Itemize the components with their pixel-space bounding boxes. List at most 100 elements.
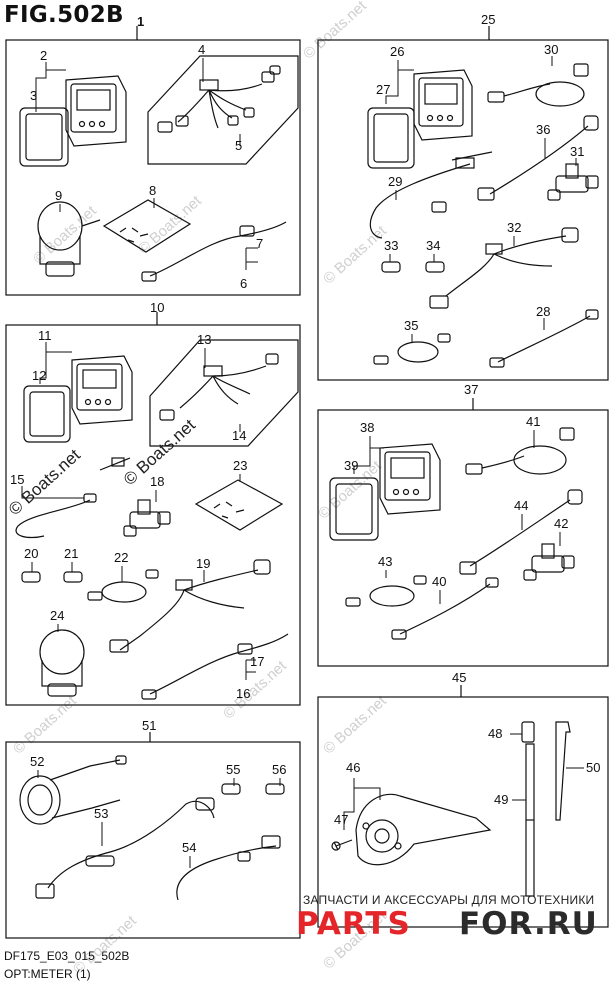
callout-18: 18 bbox=[150, 474, 164, 489]
cable-tie-49 bbox=[525, 743, 535, 897]
remote-bracket-46 bbox=[355, 793, 492, 866]
t-connector-18 bbox=[123, 499, 171, 537]
callout-25: 25 bbox=[481, 12, 495, 27]
callout-56: 56 bbox=[272, 762, 286, 777]
callout-51: 51 bbox=[142, 718, 156, 733]
wire-harness-4 bbox=[147, 55, 299, 165]
callout-7: 7 bbox=[256, 236, 263, 251]
callout-52: 52 bbox=[30, 754, 44, 769]
callout-49: 49 bbox=[494, 792, 508, 807]
parts-bag-8 bbox=[102, 199, 192, 253]
callout-45: 45 bbox=[452, 670, 466, 685]
figure-subtitle: 1 bbox=[137, 14, 145, 29]
callout-30: 30 bbox=[544, 42, 558, 57]
multi-function-meter-11 bbox=[71, 355, 133, 425]
callout-24: 24 bbox=[50, 608, 64, 623]
meter-cover-39 bbox=[329, 477, 379, 541]
callout-47: 47 bbox=[334, 812, 348, 827]
power-cable-29 bbox=[369, 151, 493, 239]
callout-12: 12 bbox=[32, 368, 46, 383]
callout-21: 21 bbox=[64, 546, 78, 561]
multi-function-meter-26 bbox=[413, 69, 473, 141]
callout-27: 27 bbox=[376, 82, 390, 97]
multi-function-meter-38 bbox=[379, 443, 441, 515]
backbone-cable-44 bbox=[459, 489, 583, 575]
callout-50: 50 bbox=[586, 760, 600, 775]
shop-logo-part-a: PARTS bbox=[296, 906, 411, 942]
callout-28: 28 bbox=[536, 304, 550, 319]
extension-cable-40 bbox=[391, 577, 499, 640]
diagram-caption: OPT:METER (1) bbox=[4, 967, 91, 981]
callout-4: 4 bbox=[198, 42, 205, 57]
callout-6: 6 bbox=[240, 276, 247, 291]
terminators-33-34 bbox=[381, 261, 445, 273]
callout-40: 40 bbox=[432, 574, 446, 589]
group-frame-37 bbox=[317, 398, 609, 667]
callout-54: 54 bbox=[182, 840, 196, 855]
meter-cover-12 bbox=[23, 385, 71, 443]
terminators-20-21 bbox=[21, 571, 83, 583]
group-frame-1 bbox=[5, 26, 301, 296]
callout-17: 17 bbox=[250, 654, 264, 669]
callout-44: 44 bbox=[514, 498, 528, 513]
callout-19: 19 bbox=[196, 556, 210, 571]
speed-sensor-24 bbox=[39, 629, 85, 697]
callout-22: 22 bbox=[114, 550, 128, 565]
group-frame-10 bbox=[5, 312, 301, 706]
callout-11: 11 bbox=[38, 328, 52, 343]
callout-labels: 2 3 4 5 6 7 8 9 10 11 12 13 14 15 16 17 … bbox=[10, 12, 600, 855]
callout-33: 33 bbox=[384, 238, 398, 253]
callout-8: 8 bbox=[149, 183, 156, 198]
drop-cable-41 bbox=[465, 427, 575, 475]
callout-37: 37 bbox=[464, 382, 478, 397]
group-frame-45 bbox=[317, 685, 609, 928]
callout-34: 34 bbox=[426, 238, 440, 253]
callout-2: 2 bbox=[40, 48, 47, 63]
gauge-52 bbox=[19, 755, 127, 825]
extension-cable-16 bbox=[141, 633, 289, 700]
callout-9: 9 bbox=[55, 188, 62, 203]
callout-35: 35 bbox=[404, 318, 418, 333]
parts-bag-23 bbox=[194, 479, 284, 531]
backbone-cable-36 bbox=[477, 115, 599, 201]
callout-16: 16 bbox=[236, 686, 250, 701]
callout-26: 26 bbox=[390, 44, 404, 59]
callout-42: 42 bbox=[554, 516, 568, 531]
callout-48: 48 bbox=[488, 726, 502, 741]
shop-tagline: ЗАПЧАСТИ И АКСЕССУАРЫ ДЛЯ МОТОТЕХНИКИ bbox=[303, 893, 595, 907]
callout-41: 41 bbox=[526, 414, 540, 429]
callout-13: 13 bbox=[197, 332, 211, 347]
drop-cable-35 bbox=[373, 333, 451, 365]
group-frame-25 bbox=[317, 26, 609, 381]
callout-20: 20 bbox=[24, 546, 38, 561]
callout-10: 10 bbox=[150, 300, 164, 315]
callout-53: 53 bbox=[94, 806, 108, 821]
callout-15: 15 bbox=[10, 472, 24, 487]
callout-3: 3 bbox=[30, 88, 37, 103]
harness-32 bbox=[429, 227, 579, 309]
leader-lines bbox=[21, 56, 584, 868]
callout-31: 31 bbox=[570, 144, 584, 159]
speed-sensor-unit bbox=[37, 201, 101, 277]
t-connector-42 bbox=[523, 543, 575, 581]
adapter-cable-53 bbox=[35, 797, 215, 899]
extension-cable-28 bbox=[489, 309, 599, 368]
drop-cable-43 bbox=[345, 575, 427, 607]
callout-38: 38 bbox=[360, 420, 374, 435]
clamp-48 bbox=[521, 721, 535, 743]
harness-19 bbox=[109, 559, 271, 653]
extension-cable-6 bbox=[141, 221, 287, 282]
cable-54 bbox=[176, 835, 281, 901]
callout-32: 32 bbox=[507, 220, 521, 235]
figure-title: FIG.502B bbox=[4, 2, 124, 28]
drop-cable-22 bbox=[87, 569, 159, 603]
callout-46: 46 bbox=[346, 760, 360, 775]
meter-cover bbox=[19, 107, 69, 167]
terminators-55-56 bbox=[221, 783, 285, 795]
wire-harness-13 bbox=[149, 339, 299, 447]
callout-36: 36 bbox=[536, 122, 550, 137]
backbone-cable-15 bbox=[15, 457, 131, 539]
multi-function-meter bbox=[65, 75, 127, 147]
t-connector-31 bbox=[547, 163, 599, 201]
